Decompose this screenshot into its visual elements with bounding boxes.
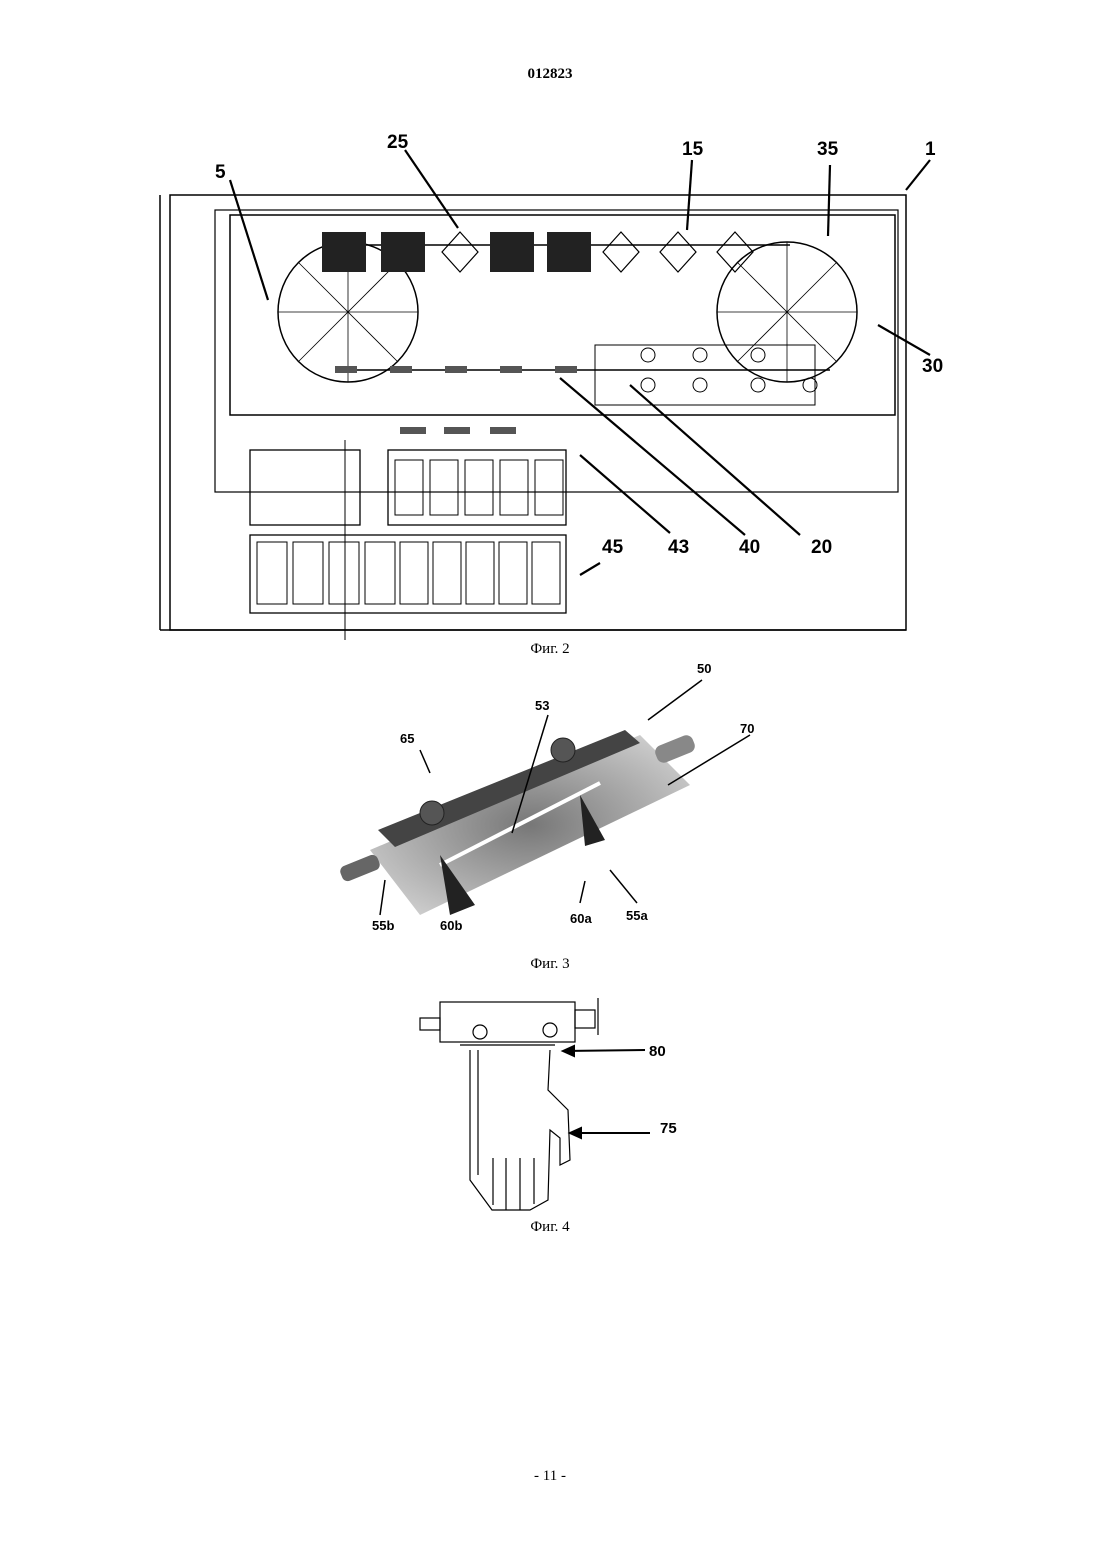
label-80: 80: [649, 1043, 666, 1060]
label-43: 43: [668, 537, 689, 558]
figure-4-drawing: 80 75: [0, 990, 1100, 1220]
label-20: 25: [387, 132, 409, 153]
label-53: 53: [535, 698, 549, 713]
label-60a: 60a: [570, 911, 592, 926]
label-65: 65: [400, 731, 414, 746]
station-45: [250, 535, 566, 613]
station-43: [388, 450, 566, 525]
figure-2-drawing: 5 25 15 35 1 30 45 43 40 20: [0, 0, 1100, 660]
label-35: 20: [811, 537, 832, 558]
figure-4-labels: 80 75: [649, 1043, 677, 1137]
figure-3-caption: Фиг. 3: [0, 956, 1100, 973]
label-45: 45: [602, 537, 624, 558]
label-40: 40: [739, 537, 760, 558]
label-55a: 55a: [626, 908, 648, 923]
label-30: 30: [922, 356, 943, 377]
label-50: 50: [697, 661, 711, 676]
label-1: 1: [925, 139, 936, 160]
figure-4-caption: Фиг. 4: [0, 1219, 1100, 1236]
label-70: 70: [740, 721, 754, 736]
label-25: 35: [817, 139, 839, 160]
figure-2-labels: 5 25 15 35 1 30 45 43 40 20: [215, 132, 943, 558]
label-5: 5: [215, 162, 226, 183]
building-outline: [170, 195, 906, 630]
label-60b: 60b: [440, 918, 462, 933]
label-15: 15: [682, 139, 704, 160]
label-55b: 55b: [372, 918, 394, 933]
glove-holder: [440, 1002, 575, 1042]
figure-3-drawing: 50 53 65 70 55b 60b 60a 55a: [0, 655, 1100, 955]
label-75: 75: [660, 1120, 677, 1137]
page-number: - 11 -: [0, 1468, 1100, 1485]
